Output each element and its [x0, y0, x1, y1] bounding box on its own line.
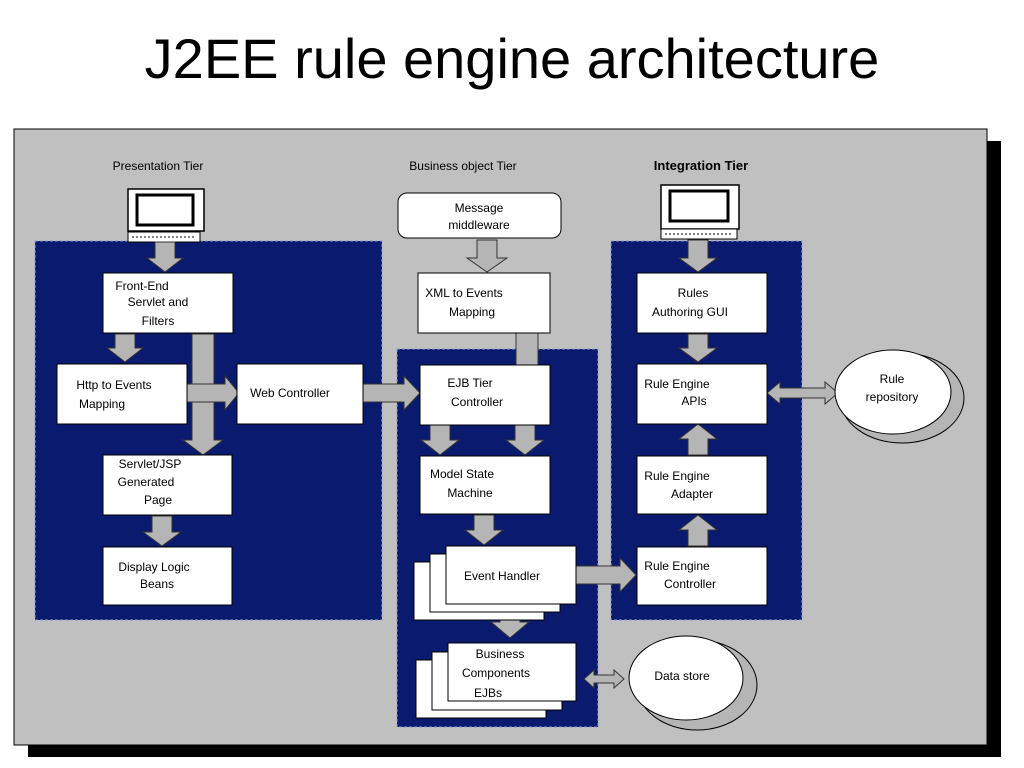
- connector: [515, 332, 539, 366]
- flow-arrows: [105, 239, 839, 690]
- integration-tier-label: Integration Tier: [654, 158, 748, 173]
- rules-authoring-gui-box: [636, 272, 768, 334]
- message-middleware-line-2: middleware: [448, 218, 510, 232]
- business-components-line-3: EJBs: [474, 686, 502, 700]
- rule-engine-apis-line-2: APIs: [681, 394, 706, 408]
- ejb-tier-controller-line-2: Controller: [451, 395, 503, 409]
- web-controller-box: [236, 363, 364, 425]
- rule-repository-line-1: Rule: [880, 372, 905, 386]
- http-to-events-box: [56, 363, 188, 425]
- arrow-down: [677, 333, 719, 363]
- business-components-line-2: Components: [462, 666, 530, 680]
- rule-repository-store: [834, 349, 965, 444]
- arrow-down: [419, 424, 461, 456]
- display-logic-box: [102, 546, 233, 606]
- rule-engine-controller-box: [636, 546, 768, 606]
- presentation-tier-label: Presentation Tier: [113, 159, 204, 173]
- front-end-servlet-box: [102, 272, 234, 334]
- rule-engine-adapter-box: [636, 455, 768, 515]
- http-to-events-line-1: Http to Events: [76, 378, 151, 392]
- servlet-jsp-line-1: Servlet/JSP: [119, 457, 182, 471]
- rule-engine-controller-line-2: Controller: [664, 577, 716, 591]
- arrow-right: [362, 374, 421, 412]
- xml-to-events-box: [417, 272, 551, 334]
- business-tier-label: Business object Tier: [409, 159, 516, 173]
- arrow-down: [504, 424, 546, 456]
- arrow-down: [463, 514, 505, 546]
- model-state-machine-line-1: Model State: [430, 467, 494, 481]
- data-store-label: Data store: [654, 669, 710, 683]
- model-state-machine-line-2: Machine: [447, 486, 493, 500]
- model-state-machine-box: [419, 455, 551, 515]
- arrow-down: [141, 515, 183, 547]
- arrow-down: [145, 241, 185, 273]
- servlet-jsp-line-3: Page: [144, 493, 172, 507]
- computer-terminal-icon: [660, 184, 740, 240]
- servlet-jsp-box: [102, 454, 233, 516]
- front-end-servlet-line-1: Front-End: [115, 279, 168, 293]
- rule-engine-apis-box: [636, 363, 768, 425]
- arrow-double: [583, 668, 625, 690]
- web-controller-label: Web Controller: [250, 386, 330, 400]
- business-components-stack: [415, 642, 577, 719]
- front-end-servlet-line-3: Filters: [142, 314, 175, 328]
- ejb-tier-controller-line-1: EJB Tier: [447, 376, 492, 390]
- computer-terminal-icon: [127, 188, 205, 243]
- arrow-right: [185, 374, 240, 412]
- rules-authoring-gui-line-1: Rules: [678, 286, 709, 300]
- arrow-down: [465, 239, 509, 273]
- event-handler-stack: [413, 545, 577, 621]
- arrow-right: [575, 556, 637, 594]
- rule-engine-adapter-line-1: Rule Engine: [644, 469, 710, 483]
- front-end-servlet-line-2: Servlet and: [128, 295, 189, 309]
- arrow-down: [677, 239, 719, 273]
- ejb-tier-controller-box: [419, 364, 551, 426]
- rules-authoring-gui-line-2: Authoring GUI: [652, 305, 728, 319]
- arrow-up: [677, 514, 719, 547]
- arrow-down: [105, 333, 145, 363]
- rule-repository-line-2: repository: [866, 390, 919, 404]
- arrow-up: [677, 423, 719, 456]
- servlet-jsp-line-2: Generated: [118, 475, 175, 489]
- display-logic-line-1: Display Logic: [118, 560, 189, 574]
- rule-engine-adapter-line-2: Adapter: [671, 487, 713, 501]
- display-logic-line-2: Beans: [140, 577, 174, 591]
- message-middleware-box: [397, 192, 562, 239]
- data-store: [628, 635, 758, 731]
- rule-engine-apis-line-1: Rule Engine: [644, 377, 710, 391]
- event-handler-label: Event Handler: [464, 569, 540, 583]
- rule-engine-controller-line-1: Rule Engine: [644, 559, 710, 573]
- xml-to-events-line-2: Mapping: [449, 305, 495, 319]
- message-middleware-line-1: Message: [455, 201, 504, 215]
- http-to-events-line-2: Mapping: [79, 397, 125, 411]
- business-components-line-1: Business: [476, 647, 525, 661]
- slide-title: J2EE rule engine architecture: [144, 27, 880, 90]
- xml-to-events-line-1: XML to Events: [425, 286, 503, 300]
